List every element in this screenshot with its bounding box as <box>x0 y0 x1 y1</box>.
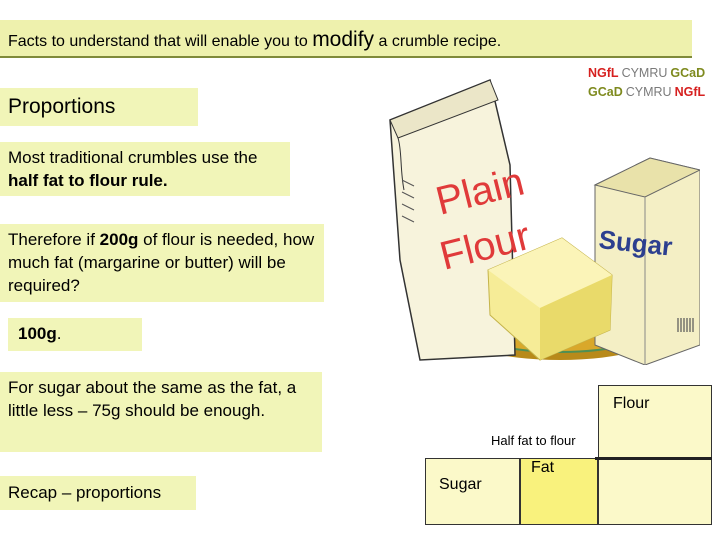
chart-label-sugar: Sugar <box>439 476 482 493</box>
proportions-heading: Proportions <box>0 88 198 126</box>
question-box: Therefore if 200g of flour is needed, ho… <box>0 224 324 302</box>
butter-block-icon <box>487 237 613 361</box>
chart-label-flour: Flour <box>613 395 650 412</box>
chart-label-half: Half fat to flour <box>491 433 576 448</box>
ingredients-illustration: Plain Flour Sugar <box>389 78 700 365</box>
sugar-box-icon <box>593 157 700 365</box>
title-text-before: Facts to understand that will enable you… <box>8 33 313 50</box>
flour-cell <box>598 385 712 525</box>
recap-box: Recap – proportions <box>0 476 196 510</box>
sugar-text-box: For sugar about the same as the fat, a l… <box>0 372 322 452</box>
half-fat-rule-box: Most traditional crumbles use the half f… <box>0 142 290 196</box>
half-line <box>595 457 712 460</box>
page-title: Facts to understand that will enable you… <box>0 20 692 58</box>
chart-label-fat: Fat <box>531 459 555 476</box>
title-text-after: a crumble recipe. <box>374 33 502 50</box>
sugar-cell <box>425 458 520 525</box>
flour-bag-icon <box>389 78 516 361</box>
answer-box: 100g. <box>8 318 142 351</box>
proportion-chart <box>425 385 712 525</box>
title-text-emph: modify <box>312 28 375 51</box>
fat-cell <box>520 458 598 525</box>
